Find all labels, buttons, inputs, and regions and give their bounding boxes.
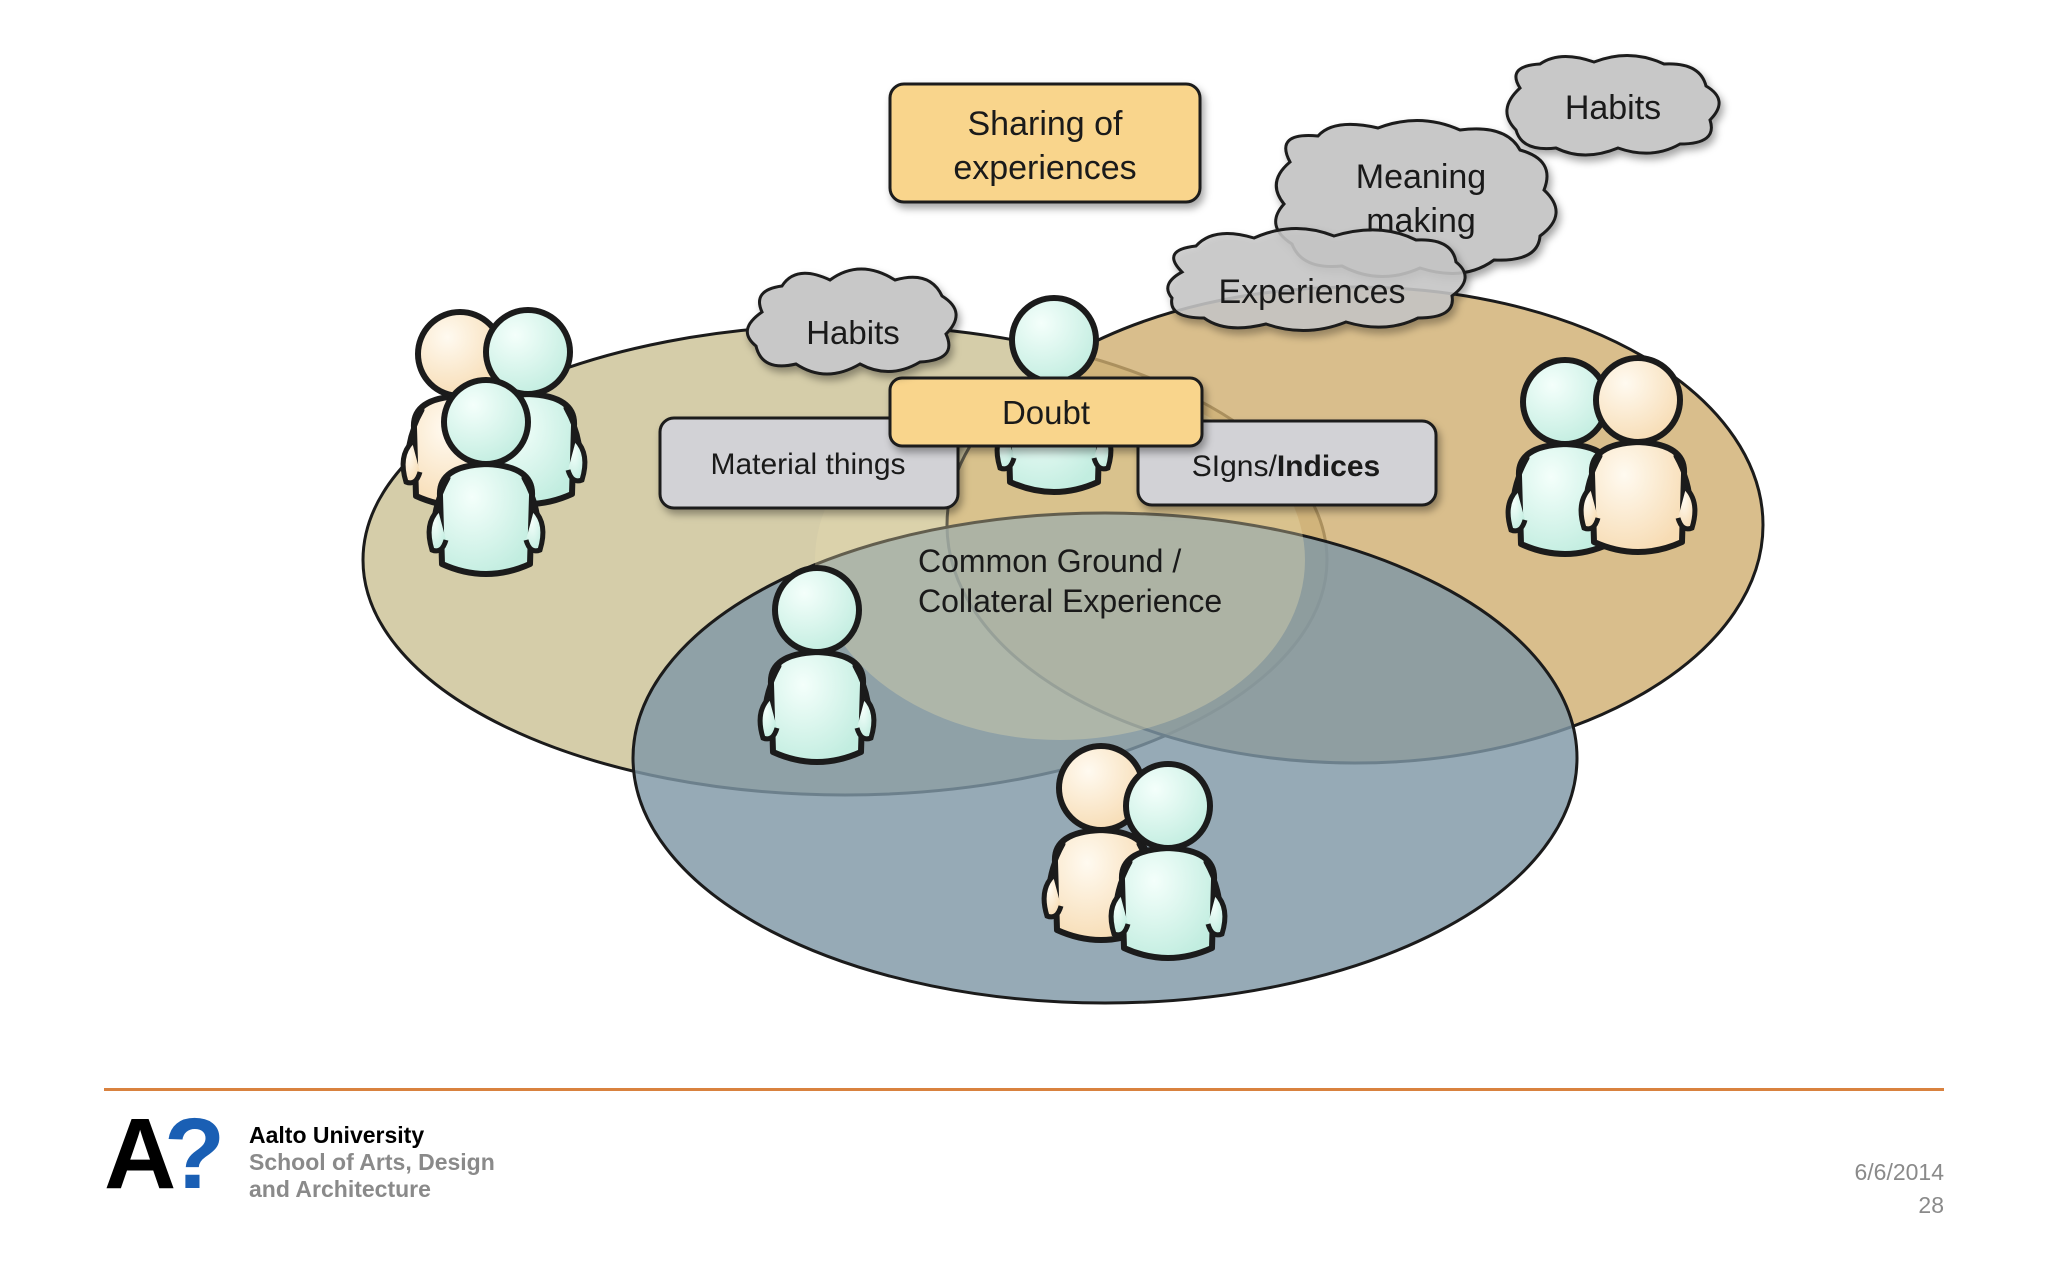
logo-letter-a: A <box>104 1098 177 1210</box>
signs-indices-box <box>1136 419 1438 507</box>
experiences-label: Experiences <box>1218 273 1405 311</box>
sharing-label-line2: experiences <box>953 149 1136 187</box>
aalto-logo: A ? <box>104 1104 226 1204</box>
habits-top-cloud <box>1505 53 1721 157</box>
indices-label: Indices <box>1277 450 1380 483</box>
habits-top-label: Habits <box>1565 89 1661 127</box>
school-name-line1: School of Arts, Design <box>249 1149 495 1175</box>
slide-number: 28 <box>1918 1192 1944 1218</box>
sharing-label-line1: Sharing of <box>968 105 1124 143</box>
doubt-label: Doubt <box>1002 394 1090 431</box>
doubt-box <box>888 376 1204 448</box>
collateral-experience-label: Collateral Experience <box>918 583 1222 619</box>
habits-left-cloud <box>745 267 958 376</box>
person-icon <box>1581 358 1695 552</box>
school-name-line2: and Architecture <box>249 1176 431 1202</box>
experiences-cloud <box>1166 227 1467 332</box>
habits-left-label: Habits <box>806 314 900 351</box>
university-name: Aalto University <box>249 1122 425 1148</box>
footer-divider <box>104 1088 1944 1091</box>
person-icon <box>429 380 543 574</box>
person-icon <box>760 568 874 762</box>
logo-question-mark: ? <box>164 1098 226 1210</box>
material-things-label: Material things <box>710 448 905 481</box>
slide-meta: 6/6/2014 28 <box>1854 1156 1944 1222</box>
sharing-box <box>888 82 1202 204</box>
material-things-box <box>658 416 960 510</box>
university-name-block: Aalto University School of Arts, Design … <box>249 1122 495 1203</box>
signs-indices-label: SIgns/Indices <box>1192 450 1380 483</box>
signs-label: SIgns/ <box>1192 450 1278 483</box>
common-ground-label: Common Ground / <box>918 543 1181 579</box>
slide-date: 6/6/2014 <box>1854 1159 1944 1185</box>
person-icon <box>1111 764 1225 958</box>
meaning-label-line1: Meaning <box>1356 158 1486 196</box>
